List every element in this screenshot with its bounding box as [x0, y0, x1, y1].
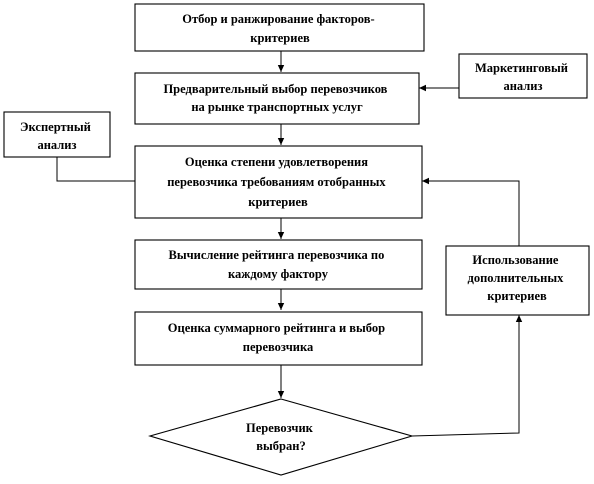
node-marketing-line-2: анализ — [503, 79, 542, 93]
node-decision-line-2: выбран? — [256, 439, 305, 453]
node-rating-box — [134, 239, 423, 290]
node-selection-box — [134, 3, 425, 52]
node-rating-line-2: каждому фактору — [228, 267, 329, 281]
svg-text:Экспертный анализ: Экспертный анализ — [20, 120, 94, 152]
svg-text:Перевозчик выбран?: Перевозчик выбран? — [246, 421, 316, 453]
node-expert-box — [3, 111, 111, 158]
svg-text:Оценка степени удовлетворения: Оценка степени удовлетворения перевозчик… — [167, 155, 389, 209]
node-decision: Перевозчик выбран? — [148, 398, 414, 476]
node-evaluation-line-3: критериев — [248, 195, 308, 209]
node-preselect-box — [134, 72, 420, 125]
node-expert-line-1: Экспертный — [20, 120, 91, 134]
node-expert-line-2: анализ — [37, 138, 76, 152]
node-selection-line-1: Отбор и ранжирование факторов- — [182, 12, 374, 26]
svg-text:Использование дополнител: Использование дополнительных критериев — [468, 253, 567, 303]
node-total-line-2: перевозчика — [243, 340, 314, 354]
node-preselect: Предварительный выбор перевозчиков на ры… — [134, 72, 420, 125]
edge-decision-to-additional — [411, 315, 523, 437]
node-evaluation: Оценка степени удовлетворения перевозчик… — [134, 145, 423, 219]
svg-text:Вычисление рейтинга перевозчик: Вычисление рейтинга перевозчика по каждо… — [169, 248, 388, 281]
node-total-box — [134, 311, 423, 366]
svg-text:Предварительный выбор перевозч: Предварительный выбор перевозчиков на ры… — [163, 82, 390, 114]
svg-text:Маркетинговый анализ: Маркетинговый анализ — [475, 61, 571, 93]
node-additional: Использование дополнительных критериев — [445, 245, 590, 316]
node-selection-line-2: критериев — [250, 31, 310, 45]
node-evaluation-line-1: Оценка степени удовлетворения — [185, 155, 368, 169]
node-preselect-line-2: на рынке транспортных услуг — [191, 100, 363, 114]
node-additional-box — [445, 245, 590, 316]
node-evaluation-box — [134, 145, 423, 219]
edge-additional-to-evaluation — [422, 177, 520, 246]
edge-expert-to-evaluation — [56, 157, 142, 185]
node-rating-line-1: Вычисление рейтинга перевозчика по — [169, 248, 385, 262]
node-decision-diamond — [148, 398, 414, 476]
node-marketing: Маркетинговый анализ — [458, 53, 588, 99]
node-decision-line-1: Перевозчик — [246, 421, 314, 435]
node-rating: Вычисление рейтинга перевозчика по каждо… — [134, 239, 423, 290]
node-selection: Отбор и ранжирование факторов- критериев — [134, 3, 425, 52]
node-evaluation-line-2: перевозчика требованиям отобранных — [167, 175, 386, 189]
node-marketing-line-1: Маркетинговый — [475, 61, 568, 75]
node-marketing-box — [458, 53, 588, 99]
node-additional-line-3: критериев — [487, 289, 547, 303]
edges — [56, 51, 523, 437]
svg-text:Отбор и ранжирование факторов-: Отбор и ранжирование факторов- критериев — [182, 12, 378, 45]
node-expert: Экспертный анализ — [3, 111, 111, 158]
node-additional-line-1: Использование — [472, 253, 558, 267]
svg-text:Оценка суммарного рейтинга и в: Оценка суммарного рейтинга и выбор перев… — [168, 321, 388, 354]
node-preselect-line-1: Предварительный выбор перевозчиков — [163, 82, 387, 96]
node-total-line-1: Оценка суммарного рейтинга и выбор — [168, 321, 385, 335]
node-total: Оценка суммарного рейтинга и выбор перев… — [134, 311, 423, 366]
node-additional-line-2: дополнительных — [468, 271, 565, 285]
